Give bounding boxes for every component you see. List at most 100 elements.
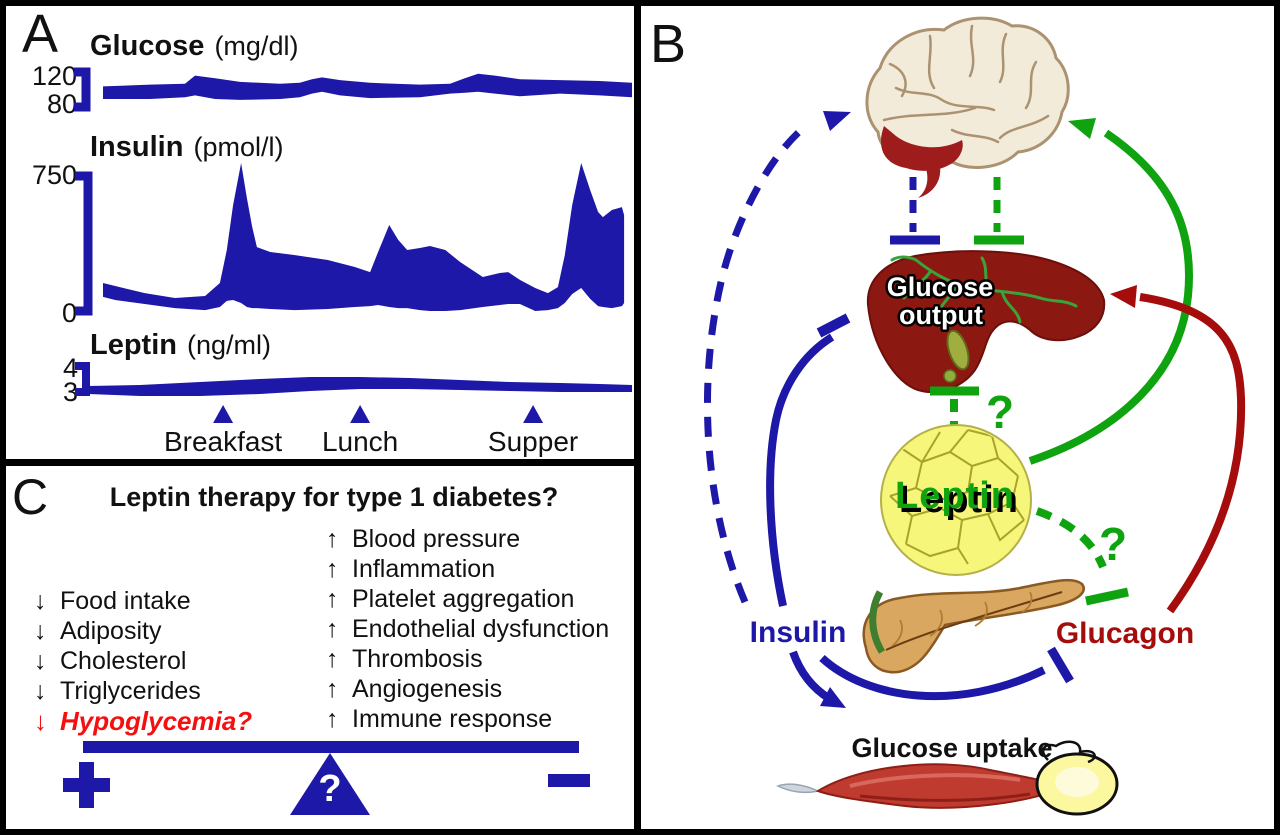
fulcrum-triangle-icon: [290, 753, 370, 815]
risk-item-label: Endothelial dysfunction: [352, 615, 610, 643]
risk-item-label: Inflammation: [352, 555, 496, 583]
minus-icon: [548, 774, 590, 787]
insulin-label: Insulin: [750, 616, 847, 649]
glucagon-to-liver-arrow: [1110, 285, 1246, 614]
panel-c-title: Leptin therapy for type 1 diabetes?: [109, 482, 559, 512]
risk-item: ↑ Endothelial dysfunction: [326, 614, 609, 644]
insulin-chart-title: Insulin(pmol/l): [90, 131, 283, 163]
leptin-to-brain-arrow: [1028, 118, 1194, 465]
insulin-tick-low: 0: [62, 298, 77, 328]
benefit-item-label: Hypoglycemia?: [60, 706, 253, 736]
brain-to-liver-inhibit-blue: [890, 177, 940, 245]
risk-item: ↑ Thrombosis: [326, 644, 609, 674]
down-arrow-icon: ↓: [34, 647, 47, 675]
panel-divider-horizontal: [0, 459, 641, 466]
down-arrow-icon: ↓: [34, 617, 47, 645]
glucose-band: [103, 73, 632, 100]
pancreas-question-mark: ?: [1099, 518, 1127, 570]
risk-item-label: Thrombosis: [352, 645, 483, 673]
panel-b-diagram: B: [650, 14, 1246, 816]
glucose-tick-high: 120: [32, 61, 77, 91]
leptin-chart-title: Leptin(ng/ml): [90, 329, 271, 361]
down-arrow-icon: ↓: [34, 587, 47, 615]
benefit-item-label: Cholesterol: [60, 647, 187, 675]
up-arrow-icon: ↑: [326, 615, 339, 643]
pancreatic-duct: [869, 590, 886, 654]
benefits-list: ↓ Food intake ↓ Adiposity ↓ Cholesterol ↓ Trigl…: [34, 586, 252, 736]
risk-item-label: Platelet aggregation: [352, 585, 575, 613]
up-arrow-icon: ↑: [326, 555, 339, 583]
balance-beam: [83, 741, 579, 753]
insulin-band: [103, 163, 625, 311]
brainstem: [880, 126, 963, 171]
leptin-to-liver-inhibit: ?: [930, 386, 1014, 447]
plus-icon: [79, 762, 94, 808]
brain-to-liver-inhibit-green: [974, 177, 1024, 245]
glucose-uptake-label: Glucose uptake: [851, 733, 1052, 763]
brain-illustration: [865, 16, 1070, 198]
glucagon-label: Glucagon: [1056, 617, 1194, 650]
fulcrum-question-mark: ?: [318, 768, 342, 810]
glucose-chart-title: Glucose(mg/dl): [90, 30, 298, 62]
glucose-output-label-line2: output: [899, 300, 983, 330]
meal-label: Lunch: [322, 426, 398, 457]
meal-marker-icon: [213, 405, 234, 423]
glucose-output-label-line1: Glucose: [887, 272, 994, 302]
panel-a-letter: A: [22, 4, 58, 64]
meal-label: Breakfast: [164, 426, 282, 457]
benefit-item: ↓ Hypoglycemia?: [34, 706, 252, 736]
panel-c-balance: C Leptin therapy for type 1 diabetes? ↓F…: [0, 466, 634, 835]
risk-item: ↑ Immune response: [326, 704, 609, 734]
adipocyte-illustration: Leptin Leptin: [880, 424, 1032, 576]
risks-list: ↑ Blood pressure ↑ Inflammation ↑ Platelet ag…: [326, 524, 609, 734]
glucose-axis-bracket: [74, 67, 91, 112]
liver-illustration: Glucose output: [866, 250, 1106, 393]
down-arrow-icon: ↓: [34, 706, 47, 736]
pancreas-illustration: [862, 578, 1085, 674]
risk-item-label: Blood pressure: [352, 525, 521, 553]
benefit-item-label: Triglycerides: [60, 677, 201, 705]
glucose-tick-low: 80: [47, 89, 77, 119]
glucose-chart: Glucose(mg/dl) 120 80: [32, 30, 632, 119]
meal-marker-icon: [350, 405, 371, 423]
leptin-axis-bracket: [75, 362, 90, 396]
meal-markers: Breakfast Lunch Supper: [164, 405, 578, 457]
insulin-tick-high: 750: [32, 160, 77, 190]
benefit-item: ↓ Food intake: [34, 586, 252, 616]
up-arrow-icon: ↑: [326, 705, 339, 733]
insulin-to-liver-inhibit: [766, 313, 851, 607]
benefit-item: ↓ Triglycerides: [34, 676, 252, 706]
panel-b-letter: B: [650, 14, 686, 74]
liver-question-mark: ?: [986, 386, 1014, 438]
leptin-chart: Leptin(ng/ml) 4 3: [63, 329, 632, 407]
leptin-tick-low: 3: [63, 377, 78, 407]
benefit-item-label: Adiposity: [60, 617, 162, 645]
panel-divider-vertical: [634, 0, 641, 835]
up-arrow-icon: ↑: [326, 645, 339, 673]
up-arrow-icon: ↑: [326, 675, 339, 703]
leptin-label-shadow: Leptin: [899, 479, 1019, 521]
benefit-item: ↓ Cholesterol: [34, 646, 252, 676]
meal-marker-icon: [523, 405, 544, 423]
risk-item: ↑ Platelet aggregation: [326, 584, 609, 614]
leptin-label: Leptin: [895, 475, 1015, 517]
up-arrow-icon: ↑: [326, 585, 339, 613]
leptin-tick-high: 4: [63, 353, 78, 383]
risk-item: ↑ Inflammation: [326, 554, 609, 584]
benefit-item-label: Food intake: [60, 587, 191, 615]
risk-item-label: Immune response: [352, 705, 553, 733]
risk-item-label: Angiogenesis: [352, 675, 503, 703]
insulin-axis-bracket: [75, 171, 93, 316]
down-arrow-icon: ↓: [34, 677, 47, 705]
gallbladder: [946, 329, 970, 371]
benefit-item: ↓ Adiposity: [34, 616, 252, 646]
insulin-to-uptake-arrow: [789, 650, 846, 708]
fat-cell-illustration: [1035, 740, 1119, 816]
risk-item: ↑ Angiogenesis: [326, 674, 609, 704]
panel-a-charts: A Glucose(mg/dl) 120 80 Insulin(pmol/l) …: [22, 4, 632, 457]
meal-label: Supper: [488, 426, 578, 457]
up-arrow-icon: ↑: [326, 525, 339, 553]
insulin-to-brain-arrow: [703, 111, 851, 604]
insulin-to-glucagon-inhibit: [819, 646, 1074, 701]
